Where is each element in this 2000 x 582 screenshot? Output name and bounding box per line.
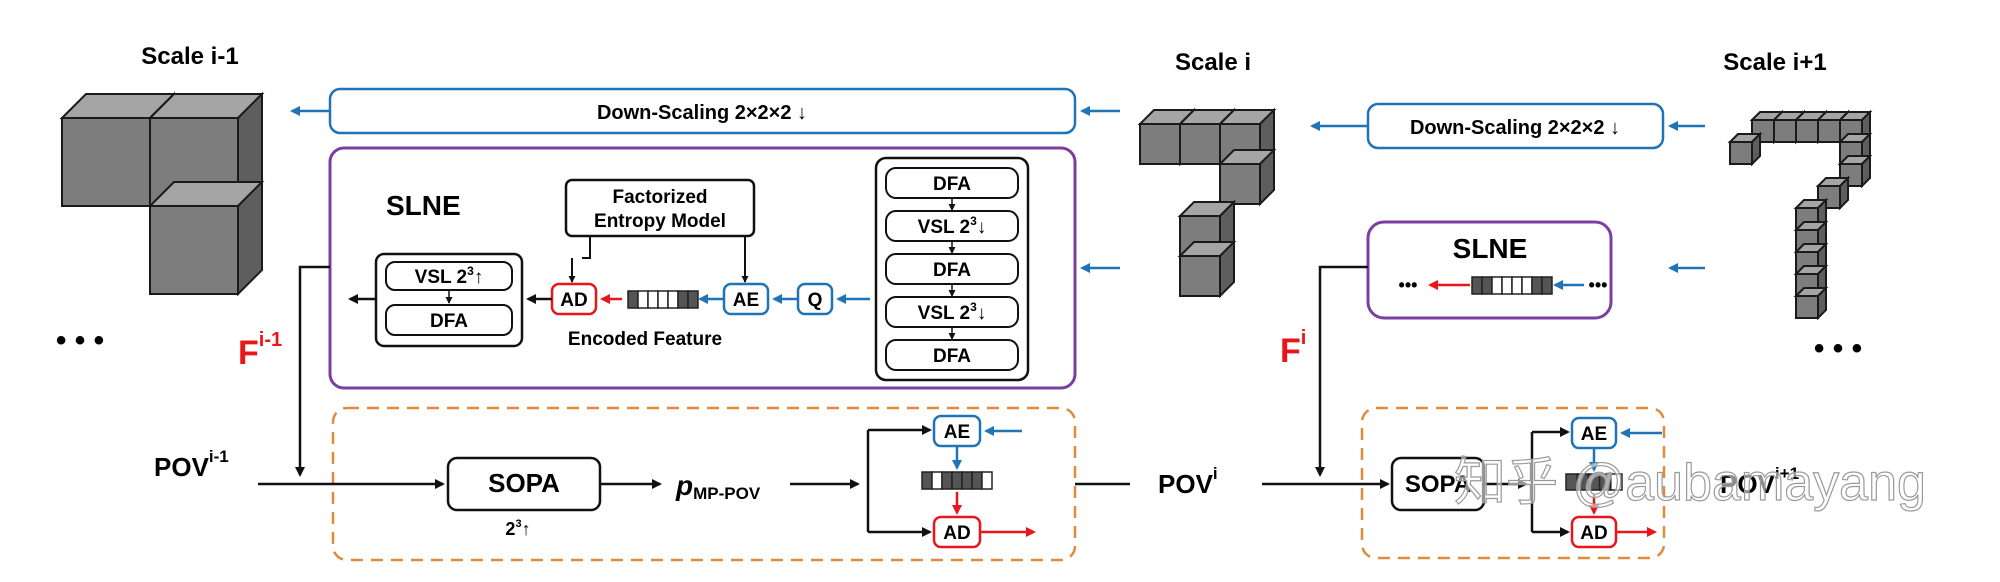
bit-cell xyxy=(1511,276,1523,295)
slne-ad-label: AD xyxy=(560,290,587,311)
bit-cell xyxy=(971,471,983,490)
bit-cell xyxy=(921,471,933,490)
bit-cell xyxy=(1491,276,1503,295)
slne-q-label: Q xyxy=(808,290,823,311)
sopa-right-ae-label: AE xyxy=(1581,424,1607,445)
feature-right-label: Fi xyxy=(1280,327,1306,370)
feature-left-label: Fi-1 xyxy=(238,329,282,372)
bit-cell xyxy=(961,471,973,490)
bit-cell xyxy=(1501,276,1513,295)
pov-mid-label: POVi xyxy=(1158,464,1218,499)
pov-right-label: POVi+1 xyxy=(1720,464,1799,499)
voxel-cube xyxy=(1217,147,1277,207)
bit-cell xyxy=(941,471,953,490)
slne-small-bitstream xyxy=(1471,276,1553,295)
voxel-cube xyxy=(1727,131,1763,167)
bit-cell xyxy=(677,290,689,309)
sopa-left-label: SOPA xyxy=(488,468,560,498)
voxel-cube xyxy=(147,91,265,209)
sopa-ae-label: AE xyxy=(944,422,970,443)
slne-small-dots-left: ••• xyxy=(1399,275,1418,295)
sopa-ad-label: AD xyxy=(943,523,970,544)
stack-vsl1-label: VSL 23↓ xyxy=(918,214,987,238)
entropy-to-ad-line xyxy=(582,236,591,259)
stack-vsl2-label: VSL 23↓ xyxy=(918,300,987,324)
voxel-cube xyxy=(1837,109,1873,145)
bit-cell xyxy=(1541,276,1553,295)
scale-right-label: Scale i+1 xyxy=(1723,49,1826,76)
sopa-bitstream xyxy=(921,471,993,490)
slne-small-dots-right: ••• xyxy=(1589,275,1608,295)
bit-cell xyxy=(1471,276,1483,295)
downscale-left-label: Down-Scaling 2×2×2 ↓ xyxy=(597,102,807,124)
sopa-right-label: SOPA xyxy=(1405,471,1471,498)
voxel-cube xyxy=(1793,285,1829,321)
entropy-model-line2: Entropy Model xyxy=(594,211,726,232)
dfa-small-label: DFA xyxy=(430,311,468,332)
voxel-cube xyxy=(147,179,265,297)
ellipsis-left: • • • xyxy=(56,324,104,357)
bit-cell xyxy=(637,290,649,309)
watermark: 知乎 @aubamayang xyxy=(1454,454,1926,512)
feature-right-line xyxy=(1315,265,1368,477)
voxel-cubes-scale-i-plus-1 xyxy=(1727,109,1873,321)
bit-cell xyxy=(657,290,669,309)
vsl-up-label: VSL 23↑ xyxy=(415,264,484,288)
bit-cell xyxy=(687,290,699,309)
stack-dfa3-box xyxy=(885,339,1019,371)
bit-cell xyxy=(627,290,639,309)
voxel-cubes-scale-i-minus-1 xyxy=(59,91,265,297)
encoded-feature-label: Encoded Feature xyxy=(568,329,722,350)
bit-cell xyxy=(931,471,943,490)
feature-left-line xyxy=(295,265,330,477)
voxel-cubes-scale-i xyxy=(1137,107,1277,299)
bit-cell xyxy=(1481,276,1493,295)
sopa-left-sub: 23↑ xyxy=(505,518,530,539)
bit-cell xyxy=(981,471,993,490)
encoded-bitstream xyxy=(627,290,699,309)
entropy-model-box xyxy=(564,178,756,238)
slne-ae-label: AE xyxy=(733,290,759,311)
bit-cell xyxy=(951,471,963,490)
pov-left-label: POVi-1 xyxy=(154,447,229,482)
prob-label: pMP-POV xyxy=(675,470,761,503)
voxel-cube xyxy=(1837,153,1873,189)
stack-dfa3-label: DFA xyxy=(933,346,971,367)
stack-dfa2-label: DFA xyxy=(933,260,971,281)
ellipsis-right: • • • xyxy=(1814,332,1862,365)
stack-dfa1-label: DFA xyxy=(933,174,971,195)
voxel-cube xyxy=(1177,239,1237,299)
sopa-right-ad-label: AD xyxy=(1580,523,1607,544)
bit-cell xyxy=(667,290,679,309)
scale-left-label: Scale i-1 xyxy=(141,43,238,70)
slne-small-title: SLNE xyxy=(1453,233,1528,264)
bit-cell xyxy=(1531,276,1543,295)
downscale-right-label: Down-Scaling 2×2×2 ↓ xyxy=(1410,117,1620,139)
slne-main-title: SLNE xyxy=(386,190,461,221)
sopa-right-bitstream xyxy=(1565,473,1623,491)
bit-cell xyxy=(1521,276,1533,295)
bit-cell xyxy=(1610,473,1623,491)
dfa-small-box xyxy=(385,304,513,336)
entropy-model-line1: Factorized xyxy=(612,187,707,208)
scale-mid-label: Scale i xyxy=(1175,49,1251,76)
voxel-cube xyxy=(1815,175,1851,211)
bit-cell xyxy=(647,290,659,309)
